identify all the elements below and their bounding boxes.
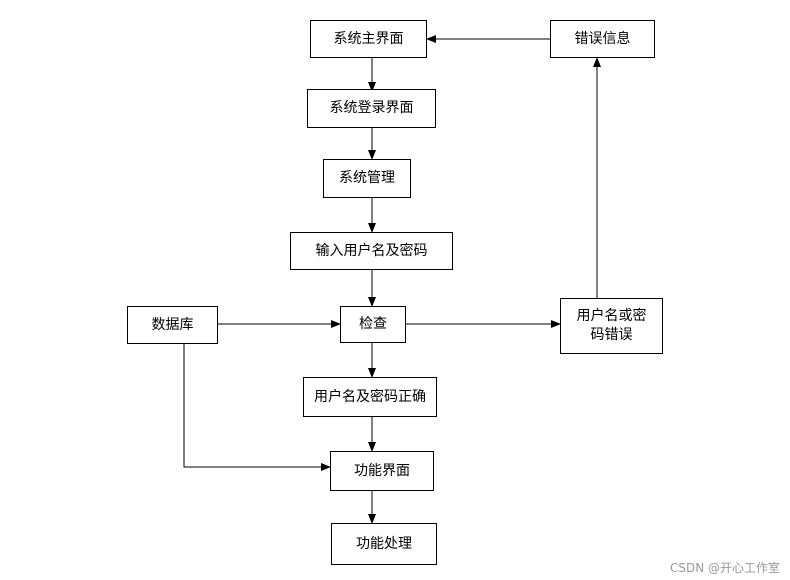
node-check: 检查 [340,306,406,343]
node-input-credentials: 输入用户名及密码 [290,232,453,270]
node-label: 用户名或密 码错误 [576,308,647,343]
node-database: 数据库 [127,306,218,344]
node-label: 数据库 [151,316,194,333]
node-label: 系统主界面 [333,30,404,47]
node-credentials-error: 用户名或密 码错误 [560,298,663,354]
node-function-ui: 功能界面 [330,451,434,491]
node-label: 检查 [359,316,387,332]
node-label: 功能处理 [356,535,412,552]
node-label: 输入用户名及密码 [315,242,428,259]
node-error-info: 错误信息 [550,20,655,58]
node-label: 用户名及密码正确 [314,388,426,405]
node-system-management: 系统管理 [323,159,411,198]
node-function-processing: 功能处理 [331,523,437,565]
node-label: 系统管理 [339,170,395,186]
watermark: CSDN @开心工作室 [669,561,780,575]
node-label: 功能界面 [354,462,410,479]
edge-db-to-funcui [183,344,331,471]
node-credentials-correct: 用户名及密码正确 [303,377,437,417]
node-label: 错误信息 [574,30,631,47]
node-label: 系统登录界面 [329,100,414,116]
node-login-ui: 系统登录界面 [307,89,436,128]
node-system-main-ui: 系统主界面 [310,20,427,58]
